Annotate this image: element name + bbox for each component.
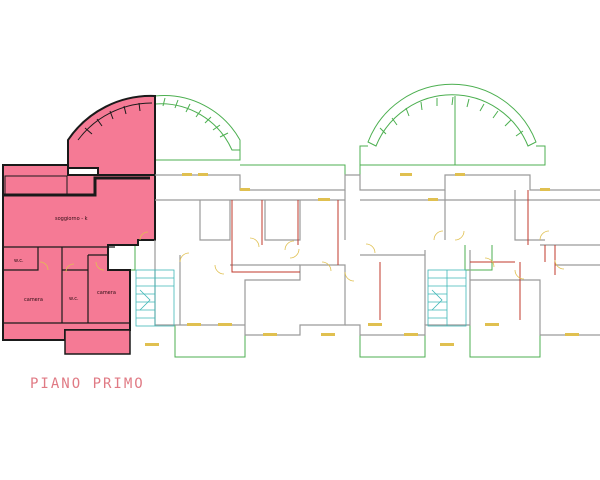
floor-title: PIANO PRIMO xyxy=(30,376,145,392)
room-label-bedroom-left: camera xyxy=(24,297,43,303)
staircase-right xyxy=(427,269,467,327)
door-swings xyxy=(179,230,565,282)
building-walls xyxy=(154,174,600,336)
staircase-left xyxy=(135,269,175,327)
room-label-living: soggiorno - k xyxy=(55,216,88,222)
room-label-wc-left: w.c. xyxy=(14,258,24,264)
highlighted-apartment: soggiorno - k w.c. camera w.c. camera xyxy=(2,94,156,355)
room-label-bedroom-right: camera xyxy=(97,290,116,296)
room-label-wc-center: w.c. xyxy=(69,296,79,302)
windows xyxy=(145,173,579,346)
terraces xyxy=(107,83,546,358)
